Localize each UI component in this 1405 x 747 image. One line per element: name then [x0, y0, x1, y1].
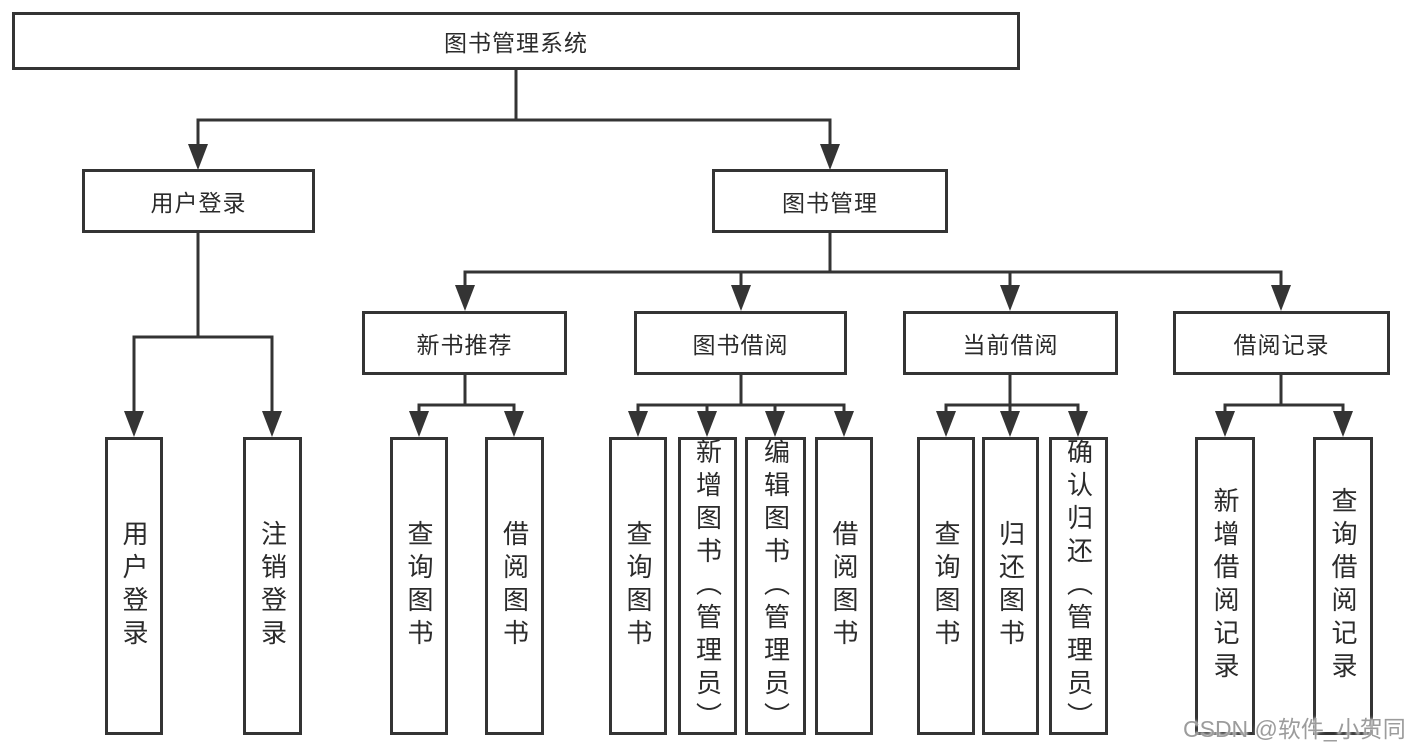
- arrowhead: [731, 285, 751, 311]
- arrowhead: [765, 411, 785, 437]
- leaf-borrow-book-recommend: 借阅图书: [485, 437, 544, 735]
- node-label: 借阅记录: [1233, 332, 1330, 358]
- node-label: 新增图书（管理员）: [692, 437, 723, 735]
- arrowhead: [697, 411, 717, 437]
- connector-user-login-children: [132, 231, 274, 415]
- node-label: 借阅图书: [499, 520, 530, 652]
- arrowhead: [409, 411, 429, 437]
- arrowhead: [1271, 285, 1291, 311]
- leaf-add-borrow-record: 新增借阅记录: [1195, 437, 1255, 735]
- arrowhead: [1000, 285, 1020, 311]
- node-label: 图书借阅: [692, 332, 789, 358]
- node-label: 确认归还（管理员）: [1063, 437, 1094, 735]
- leaf-return-book: 归还图书: [982, 437, 1039, 735]
- node-label: 新增借阅记录: [1210, 487, 1240, 685]
- arrowhead: [834, 411, 854, 437]
- node-label: 图书管理系统: [444, 30, 588, 56]
- node-label: 借阅图书: [829, 520, 859, 652]
- leaf-edit-book-admin: 编辑图书（管理员）: [745, 437, 806, 735]
- node-label: 用户登录: [119, 520, 149, 652]
- leaf-add-book-admin: 新增图书（管理员）: [678, 437, 737, 735]
- node-book-management: 图书管理: [712, 169, 948, 233]
- arrowhead: [1068, 411, 1088, 437]
- connector-book-borrow-children: [636, 373, 846, 415]
- node-label: 查询图书: [404, 520, 434, 652]
- node-label: 用户登录: [150, 190, 247, 216]
- arrowhead: [504, 411, 524, 437]
- node-root-system: 图书管理系统: [12, 12, 1020, 70]
- leaf-query-book-current: 查询图书: [917, 437, 975, 735]
- arrowhead: [628, 411, 648, 437]
- arrowhead: [188, 144, 208, 170]
- connector-new-book-rec-children: [417, 373, 516, 415]
- node-user-login: 用户登录: [82, 169, 315, 233]
- arrowhead: [820, 144, 840, 170]
- leaf-confirm-return-admin: 确认归还（管理员）: [1049, 437, 1108, 735]
- leaf-logout: 注销登录: [243, 437, 302, 735]
- arrowhead: [1000, 411, 1020, 437]
- csdn-watermark: CSDN @软件_小贺同学: [1183, 716, 1405, 742]
- node-label: 查询图书: [623, 520, 653, 652]
- leaf-user-login: 用户登录: [105, 437, 163, 735]
- leaf-borrow-book: 借阅图书: [815, 437, 873, 735]
- node-label: 查询图书: [931, 520, 961, 652]
- connector-current-borrow-children: [944, 373, 1080, 415]
- node-current-borrow: 当前借阅: [903, 311, 1118, 375]
- node-new-book-recommend: 新书推荐: [362, 311, 567, 375]
- arrowhead: [124, 411, 144, 437]
- connector-root-to-level2: [196, 68, 832, 149]
- leaf-query-book-recommend: 查询图书: [390, 437, 448, 735]
- node-label: 注销登录: [257, 520, 288, 652]
- leaf-query-borrow-record: 查询借阅记录: [1313, 437, 1373, 735]
- arrowhead: [936, 411, 956, 437]
- connector-book-mgmt-children: [463, 231, 1283, 289]
- leaf-query-book-borrow: 查询图书: [609, 437, 667, 735]
- node-label: 查询借阅记录: [1328, 487, 1358, 685]
- connector-borrow-record-children: [1223, 373, 1345, 415]
- arrowhead: [262, 411, 282, 437]
- node-borrow-record: 借阅记录: [1173, 311, 1390, 375]
- arrowhead: [1215, 411, 1235, 437]
- node-label: 图书管理: [782, 190, 878, 216]
- arrowhead: [455, 285, 475, 311]
- node-book-borrow: 图书借阅: [634, 311, 847, 375]
- node-label: 新书推荐: [416, 332, 513, 358]
- node-label: 编辑图书（管理员）: [760, 437, 791, 735]
- node-label: 当前借阅: [962, 332, 1059, 358]
- node-label: 归还图书: [995, 520, 1026, 652]
- arrowhead: [1333, 411, 1353, 437]
